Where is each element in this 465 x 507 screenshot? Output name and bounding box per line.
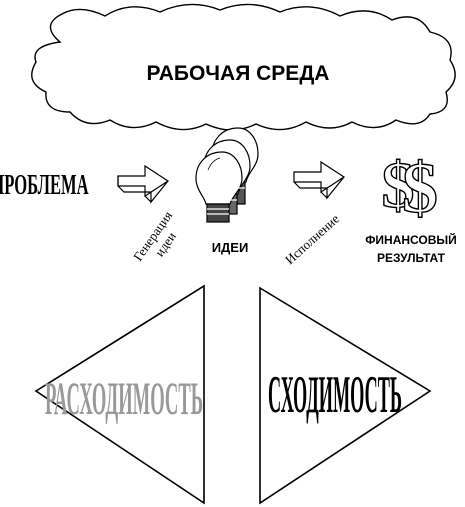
financial-result-label: ФИНАНСОВЫЙ [365,232,457,247]
convergence-label: СХОДИМОСТЬ [268,365,402,424]
svg-text:$: $ [402,148,438,228]
arrow-right-icon [117,164,170,204]
convergence-triangle: СХОДИМОСТЬ [259,286,432,505]
lightbulbs-icon [195,127,259,223]
execution-label: Исполнение [282,211,342,267]
dollar-signs-icon: $ $ [381,147,439,228]
divergence-label: РАСХОДИМОСТЬ [45,373,203,424]
problem-label: ПРОБЛЕМА [0,169,89,201]
divergence-triangle: РАСХОДИМОСТЬ [34,284,205,505]
workspace-cloud: РАБОЧАЯ СРЕДА [31,3,456,131]
ideas-label: ИДЕИ [212,240,249,255]
workspace-label: РАБОЧАЯ СРЕДА [147,62,330,85]
financial-result-label-2: РЕЗУЛЬТАТ [377,251,446,265]
svg-text:$: $ [382,149,415,222]
arrow-right-icon-2 [293,160,346,200]
